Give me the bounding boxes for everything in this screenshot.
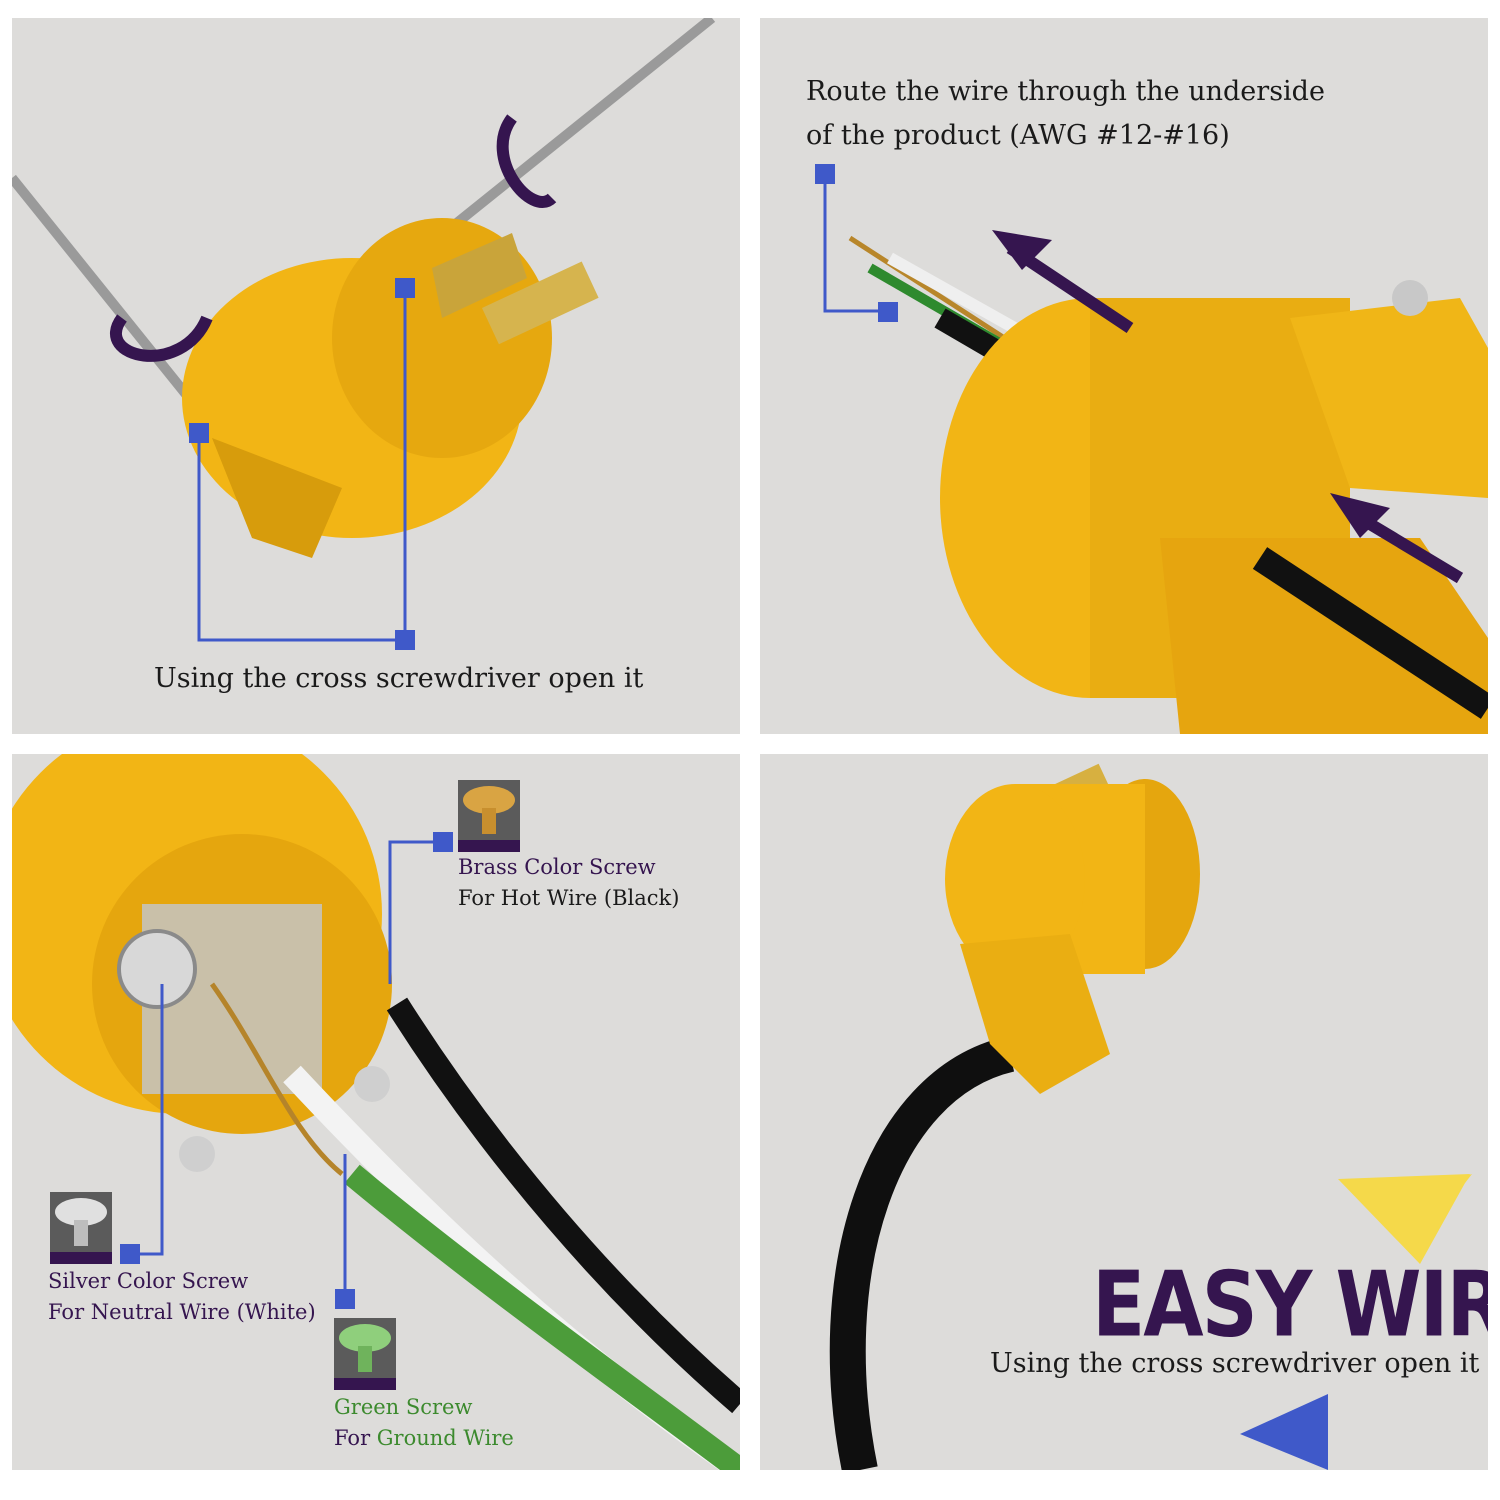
easy-wiring-subtitle: Using the cross screwdriver open it	[990, 1348, 1480, 1379]
screwdriver-icon	[12, 174, 201, 412]
green-screw-label: Green Screw	[334, 1395, 473, 1419]
rotate-arrow-icon	[110, 314, 213, 362]
panel-easy-wiring: EASY WIRING Using the cross screwdriver …	[760, 754, 1488, 1470]
route-caption-line1: Route the wire through the underside	[806, 76, 1325, 107]
green-screw-use-highlight: Ground Wire	[376, 1426, 514, 1450]
panel-open-plug: Using the cross screwdriver open it	[12, 18, 740, 734]
assembled-plug-illustration	[829, 763, 1472, 1470]
brass-screw-label: Brass Color Screw	[458, 855, 656, 879]
step-caption: Using the cross screwdriver open it	[154, 663, 644, 694]
silver-screw-label: Silver Color Screw	[48, 1269, 249, 1293]
route-wire-illustration	[815, 164, 1488, 734]
silver-screw-icon	[50, 1192, 112, 1264]
silver-screw-use: For Neutral Wire (White)	[48, 1300, 316, 1324]
rotate-arrow-icon	[496, 114, 557, 208]
route-arrow-icon	[1356, 512, 1464, 584]
route-caption-line2: of the product (AWG #12-#16)	[806, 120, 1230, 151]
panel-screw-colors: Brass Color Screw For Hot Wire (Black) S…	[12, 754, 740, 1470]
green-screw-icon	[334, 1318, 396, 1390]
panel-route-wire: Route the wire through the underside of …	[760, 18, 1488, 734]
easy-wiring-title: EASY WIRING	[1092, 1254, 1488, 1358]
green-screw-use-prefix: For	[334, 1426, 377, 1450]
green-screw-use: For Ground Wire	[334, 1423, 514, 1454]
terminal-screws-illustration	[12, 754, 740, 1470]
brass-screw-use: For Hot Wire (Black)	[458, 886, 680, 910]
brass-screw-icon	[458, 780, 520, 852]
decor-triangle-blue	[1240, 1394, 1328, 1470]
plug-open-illustration	[12, 18, 716, 650]
